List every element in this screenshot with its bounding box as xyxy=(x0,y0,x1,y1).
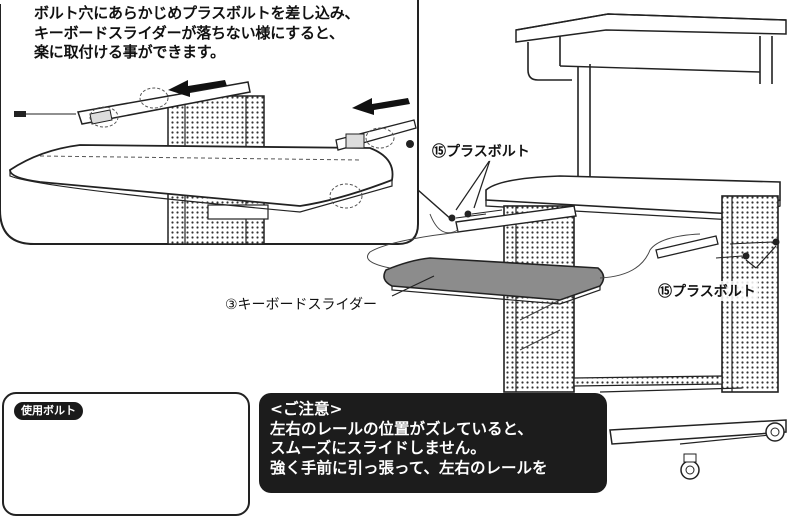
callout-line: ボルト穴にあらかじめプラスボルトを差し込み、 xyxy=(34,4,360,22)
callout-leader xyxy=(417,189,453,221)
bolt-badge: 使用ボルト xyxy=(14,402,83,420)
callout-line: キーボードスライダーが落ちない様にすると、 xyxy=(34,23,344,42)
caster-right xyxy=(765,422,785,442)
label-plus-bolt-top: ⑮プラスボルト xyxy=(430,141,532,161)
notice-line: 左右のレールの位置がズレていると、 xyxy=(270,419,533,438)
desk-rail-right xyxy=(655,235,719,259)
notice-line: 強く手前に引っ張って、左右のレールを xyxy=(270,458,548,477)
label-plus-bolt-right: ⑮プラスボルト xyxy=(656,281,758,301)
caster-left xyxy=(680,460,700,480)
desk-rail-left xyxy=(455,205,577,233)
notice-box: <ご注意> 左右のレールの位置がズレていると、 スムーズにスライドしません。 強… xyxy=(259,393,607,493)
detail-tray xyxy=(9,144,394,207)
arrow-left-2 xyxy=(352,98,410,115)
callout-instructions: ボルト穴にあらかじめプラスボルトを差し込み、 キーボードスライダーが落ちない様に… xyxy=(34,4,414,63)
label-keyboard-slider: ③キーボードスライダー xyxy=(223,294,379,314)
detail-rail xyxy=(77,81,251,125)
notice-line: スムーズにスライドしません。 xyxy=(270,439,486,457)
desk-base xyxy=(609,419,787,445)
notice-title: <ご注意> xyxy=(270,400,343,418)
arrow-left-1 xyxy=(168,80,227,97)
callout-line: 楽に取付ける事ができます。 xyxy=(34,43,225,61)
